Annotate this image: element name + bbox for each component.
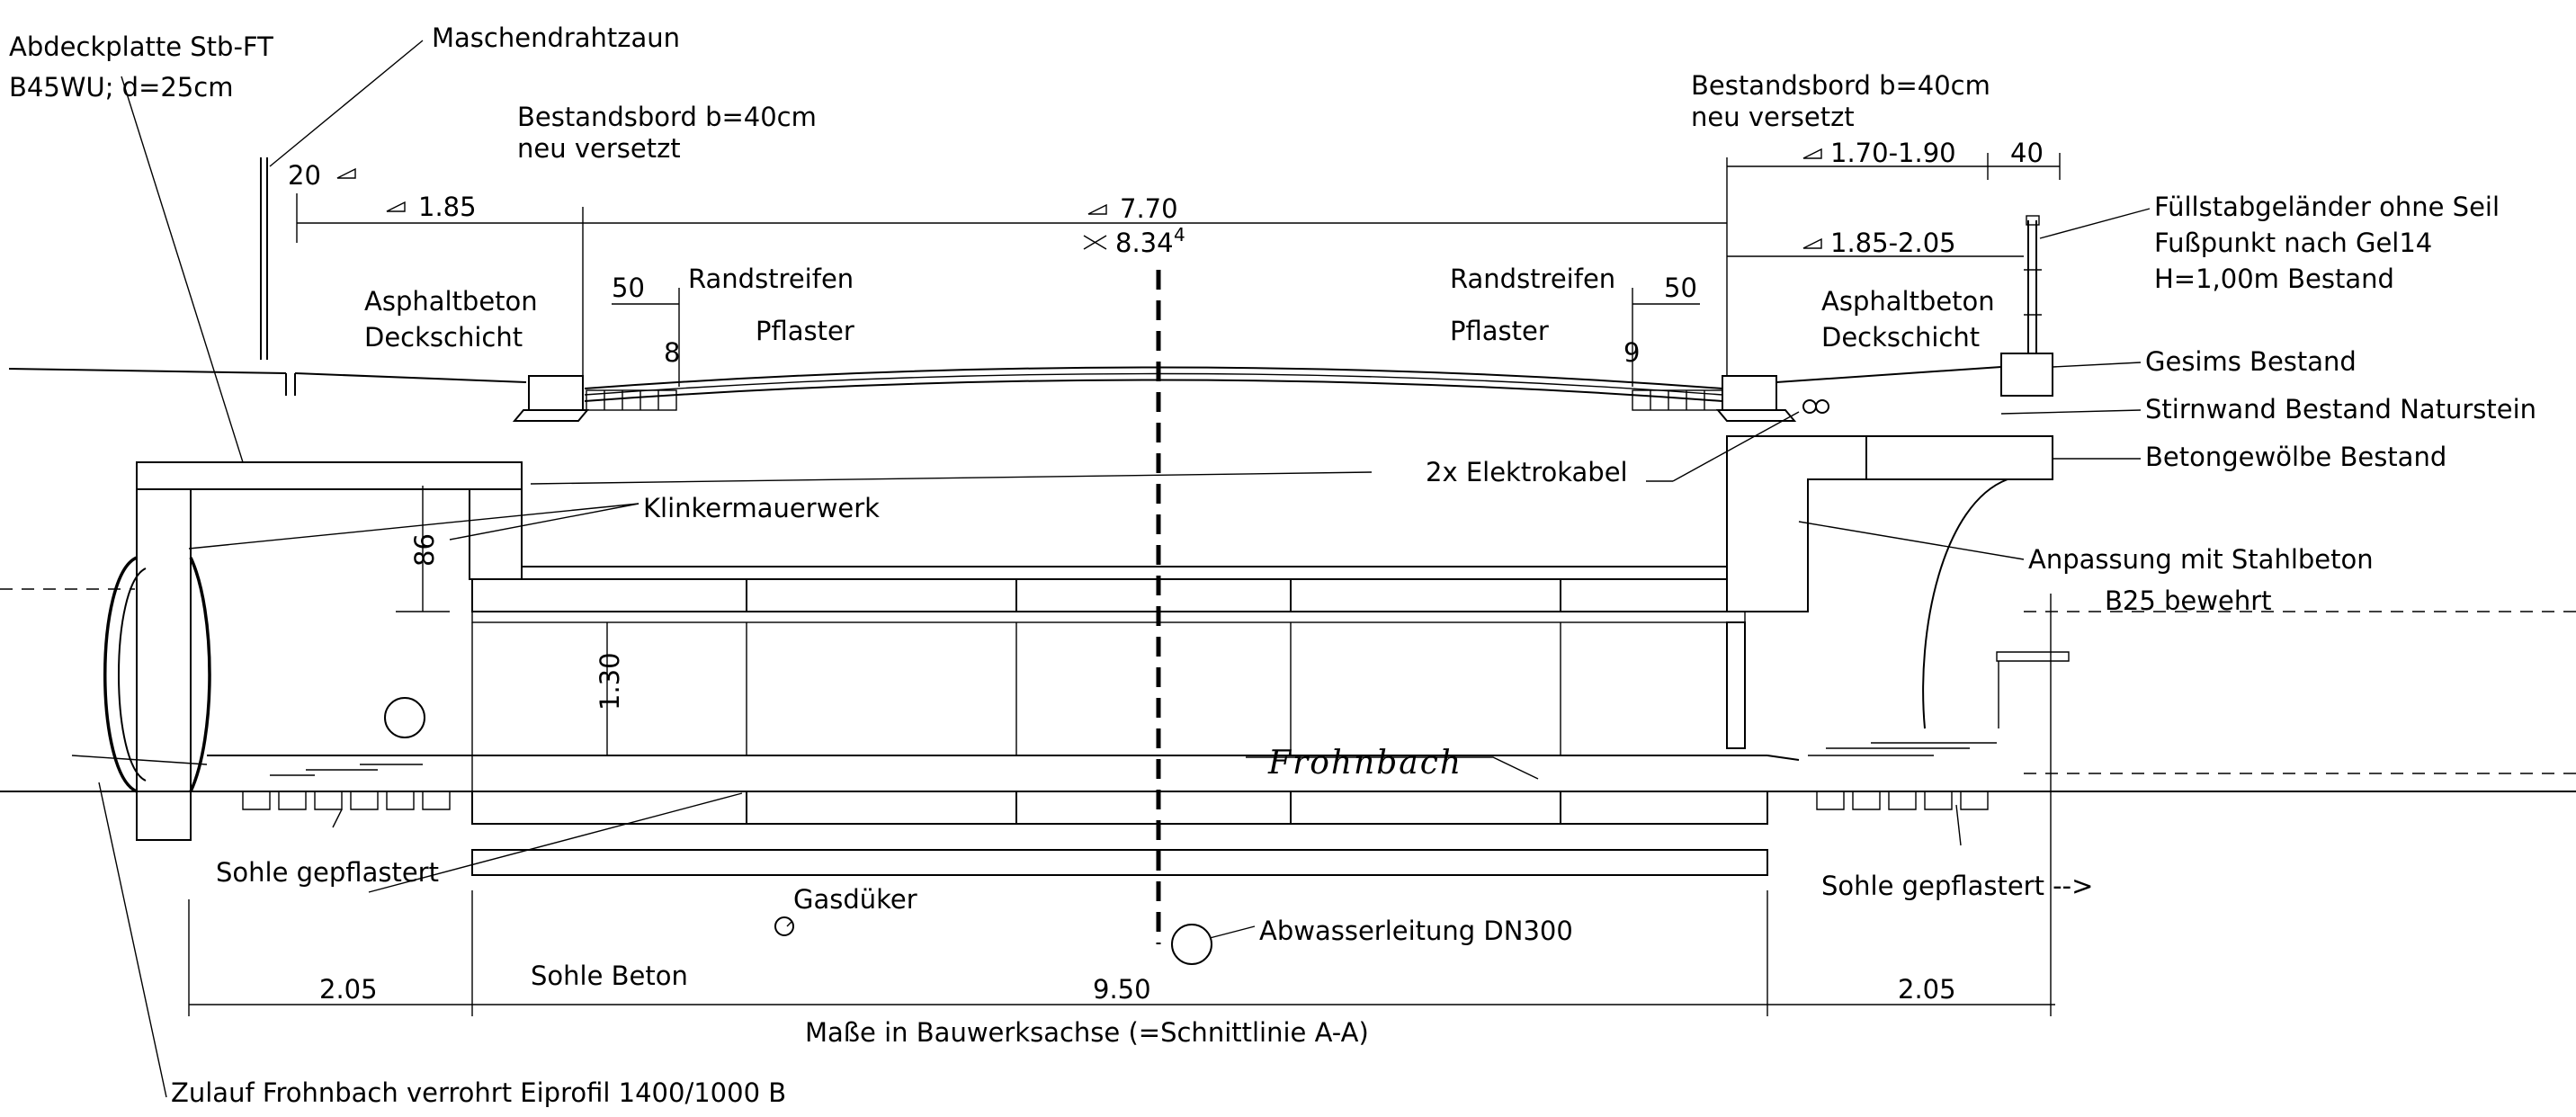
dim-20: 20	[288, 160, 321, 191]
paver-row-right	[1632, 389, 1723, 411]
dim-1-85-2-05: 1.85-2.05	[1830, 228, 1956, 258]
label-frohnbach: Frohnbach	[1267, 745, 1462, 782]
dim-8-34-sup: 4	[1174, 224, 1185, 246]
dim-2-05-left: 2.05	[319, 974, 378, 1005]
label-gesims: Gesims Bestand	[2145, 346, 2357, 377]
dim-2-05-right: 2.05	[1898, 974, 1956, 1005]
label-maschendrahtzaun: Maschendrahtzaun	[432, 22, 680, 53]
dim-8: 8	[664, 337, 680, 368]
label-sohle-beton: Sohle Beton	[531, 961, 688, 991]
label-anpassung-1: Anpassung mit Stahlbeton	[2028, 544, 2374, 575]
dim-50-left: 50	[612, 273, 645, 303]
dim-8-34: 8.34	[1115, 228, 1174, 258]
dimension-lines	[188, 153, 2061, 1016]
label-randstreifen-right: Randstreifen	[1450, 264, 1615, 294]
label-bestandsbord-right-2: neu versetzt	[1691, 102, 1855, 132]
label-asphalt-right-2: Deckschicht	[1821, 322, 1980, 353]
paving-left	[242, 764, 451, 810]
label-sohle-gepflastert-left: Sohle gepflastert	[216, 857, 439, 888]
electric-cables-symbol	[1802, 399, 1829, 414]
dim-7-70: 7.70	[1120, 193, 1178, 224]
curb-left	[512, 375, 677, 422]
label-gasdueker: Gasdüker	[793, 884, 917, 915]
label-stirnwand: Stirnwand Bestand Naturstein	[2145, 394, 2536, 424]
deck-slab	[471, 566, 1746, 623]
slope-symbols	[336, 147, 1822, 250]
label-fuellstab-3: H=1,00m Bestand	[2154, 264, 2394, 294]
label-asphalt-right-1: Asphaltbeton	[1821, 286, 1995, 317]
railing-right	[2024, 215, 2042, 353]
dim-9-50: 9.50	[1093, 974, 1151, 1005]
cornice-right	[1866, 353, 2053, 480]
utility-pipes	[774, 916, 1212, 965]
label-zulauf: Zulauf Frohnbach verrohrt Eiprofil 1400/…	[171, 1077, 786, 1108]
label-klinker: Klinkermauerwerk	[643, 493, 880, 523]
leader-lines	[71, 40, 2151, 1098]
dim-86: 86	[409, 533, 440, 567]
dim-40: 40	[2010, 138, 2044, 168]
label-pflaster-left: Pflaster	[756, 316, 854, 346]
label-elektrokabel: 2x Elektrokabel	[1426, 457, 1628, 487]
dim-1-30: 1.30	[595, 652, 625, 710]
text-labels: Abdeckplatte Stb-FT B45WU; d=25cm Masche…	[9, 22, 2536, 1108]
pier-lines	[471, 622, 1561, 791]
dimension-text: 20 1.85 7.70 8.34 4 50 50 8 9 1.70-1.90 …	[288, 138, 2044, 1005]
label-abdeckplatte-1: Abdeckplatte Stb-FT	[9, 31, 273, 62]
label-abdeckplatte-2: B45WU; d=25cm	[9, 72, 234, 103]
road-surface	[8, 366, 2002, 402]
dim-9: 9	[1623, 337, 1640, 368]
label-bestandsbord-right-1: Bestandsbord b=40cm	[1691, 70, 1990, 101]
fence-post-left	[260, 157, 268, 360]
paving-right	[1808, 651, 2070, 810]
label-bestandsbord-left-1: Bestandsbord b=40cm	[517, 102, 817, 132]
label-asphalt-left-2: Deckschicht	[364, 322, 523, 353]
dim-1-85: 1.85	[418, 192, 477, 222]
label-anpassung-2: B25 bewehrt	[2105, 585, 2272, 616]
label-fuellstab-1: Füllstabgeländer ohne Seil	[2154, 192, 2500, 222]
label-asphalt-left-1: Asphaltbeton	[364, 286, 538, 317]
label-randstreifen-left: Randstreifen	[688, 264, 854, 294]
abutment-right	[1726, 435, 2008, 749]
abutment-left	[103, 461, 523, 841]
label-bestandsbord-left-2: neu versetzt	[517, 133, 681, 164]
label-pflaster-right: Pflaster	[1450, 316, 1549, 346]
label-betongewoelbe: Betongewölbe Bestand	[2145, 442, 2446, 472]
label-fuellstab-2: Fußpunkt nach Gel14	[2154, 228, 2432, 258]
dim-1-70-1-90: 1.70-1.90	[1830, 138, 1956, 168]
paver-row-left	[586, 389, 677, 411]
label-abwasser: Abwasserleitung DN300	[1259, 916, 1573, 946]
dim-50-right: 50	[1664, 273, 1697, 303]
label-sohle-gepflastert-right: Sohle gepflastert -->	[1821, 871, 2093, 901]
curb-right	[1632, 375, 1829, 422]
label-masse: Maße in Bauwerksachse (=Schnittlinie A-A…	[805, 1017, 1369, 1048]
stream-bed	[0, 588, 2576, 876]
